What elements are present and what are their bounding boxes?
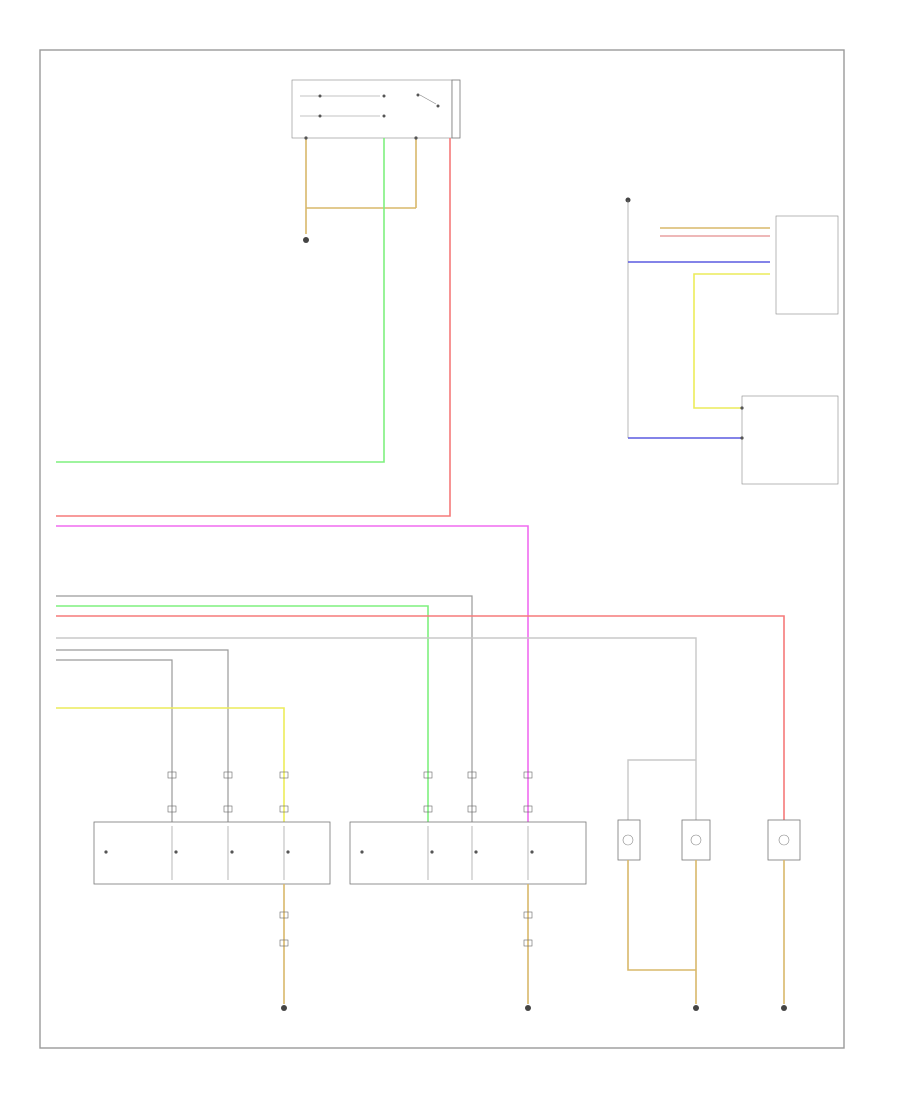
wire-green-2: [56, 605, 429, 826]
license-lamp-right: [681, 819, 711, 861]
wire-lightgray: [56, 637, 697, 826]
wire-gray-1: [56, 595, 473, 826]
module-lower-box: [741, 395, 839, 485]
wire-red-2: [56, 615, 785, 826]
diagram-frame: [39, 49, 845, 1049]
switch-connector: [451, 79, 461, 139]
license-lamp-left: [617, 759, 696, 861]
wire-yellow: [56, 707, 285, 826]
right-tail-lamp-assembly: [349, 821, 587, 885]
emergency-flasher-switch: [291, 79, 461, 139]
wire-red: [56, 138, 451, 517]
wire-gray-3: [56, 659, 173, 826]
wire-gray-2: [56, 649, 229, 826]
tail-ground-wires: [279, 884, 533, 1011]
wire-green: [56, 138, 385, 463]
drop-connectors: [167, 771, 533, 813]
license-ground-wires: [627, 860, 699, 1011]
high-mount-stop-lamp: [767, 819, 801, 1011]
wire-pink: [56, 525, 529, 826]
upper-ground-wires: [303, 136, 418, 243]
switch-housing: [291, 79, 453, 139]
module-upper-box: [775, 215, 839, 315]
right-trunk-module: [625, 197, 839, 485]
ground-symbol: [303, 237, 309, 243]
left-tail-lamp-assembly: [93, 821, 331, 885]
